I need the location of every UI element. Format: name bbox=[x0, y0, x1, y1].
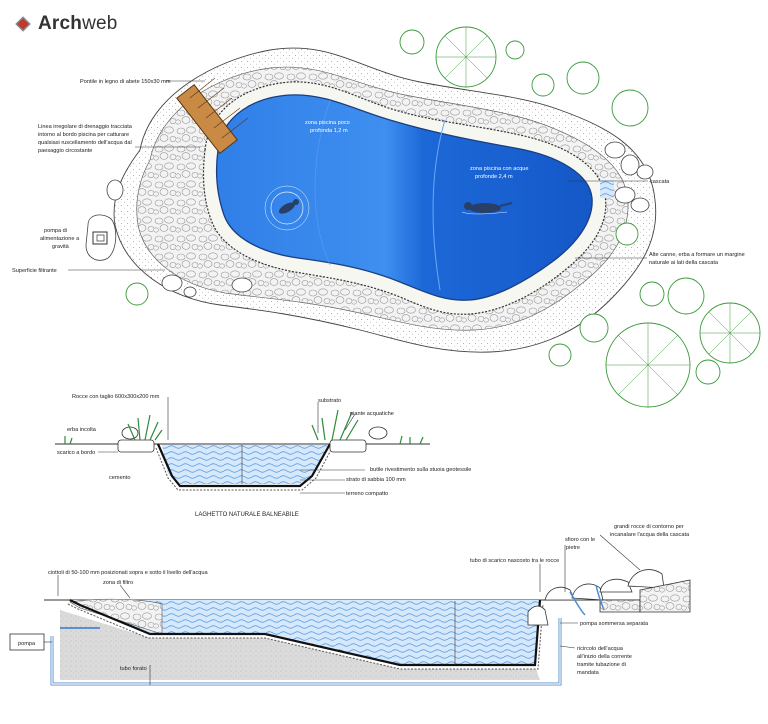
s1-label-substrate: substrato bbox=[318, 398, 341, 404]
s1-soil bbox=[118, 446, 370, 500]
label-reeds-2: naturale ai lati della cascata bbox=[649, 260, 719, 266]
s2-soil bbox=[60, 610, 540, 680]
label-reeds-1: Alte canne, erba a formare un margine bbox=[649, 252, 745, 258]
plan-pool-water bbox=[216, 94, 593, 301]
s2-waterfall-rocks bbox=[544, 569, 691, 613]
label-drain-1: Linea irregolare di drenaggio tracciata bbox=[38, 124, 133, 130]
archweb-logo-icon bbox=[14, 15, 32, 33]
swimmer-deep-icon bbox=[461, 202, 513, 215]
archweb-logo[interactable]: Archweb bbox=[14, 13, 118, 35]
wooden-bridge bbox=[176, 77, 249, 155]
section-1: Rocce con taglio 600x300x200 mm substrat… bbox=[55, 394, 471, 518]
s1-label-rocks: Rocce con taglio 600x300x200 mm bbox=[72, 394, 160, 400]
plan-view: Pontile in legno di abete 150x30 mm Line… bbox=[12, 26, 761, 408]
s1-water bbox=[162, 445, 328, 484]
label-bridge: Pontile in legno di abete 150x30 mm bbox=[80, 79, 171, 85]
s1-plants bbox=[64, 409, 424, 445]
label-deep-2: profonde 2,4 m bbox=[475, 174, 513, 180]
s2-liner bbox=[69, 599, 542, 667]
s2-label-hidden-pipe: tubo di scarico nascosto tra le rocce bbox=[470, 558, 559, 564]
s2-label-pump-box: pompa bbox=[18, 641, 36, 647]
s2-label-perforated-pipe: tubo forato bbox=[120, 666, 147, 672]
label-deep-1: zona piscina con acque bbox=[470, 166, 528, 172]
label-pump-3: gravità bbox=[52, 244, 70, 250]
s2-recirc-pipe-inner bbox=[51, 618, 561, 685]
s2-label-sub-pump: pompa sommersa separata bbox=[580, 621, 649, 627]
s1-label-sand: strato di sabbia 100 mm bbox=[346, 477, 406, 483]
label-drain-2: intorno al bordo piscina per catturare bbox=[38, 132, 129, 138]
section-2: pompa bbox=[9, 524, 691, 686]
s2-sand bbox=[67, 603, 544, 670]
logo-text-light: web bbox=[82, 13, 118, 34]
s2-waterfall-stream bbox=[569, 584, 605, 616]
label-pump-1: pompa di bbox=[44, 228, 67, 234]
gravity-pump-icon bbox=[85, 214, 117, 261]
s2-label-big-rocks-1: grandi rocce di contorno per bbox=[614, 524, 684, 530]
s2-label-outlet-1: sfioro con le bbox=[565, 537, 595, 543]
waterfall-plan bbox=[600, 180, 614, 198]
s1-label-compacted: terreno compatto bbox=[346, 491, 388, 497]
s2-label-recirc-2: all'inizio della corrente bbox=[577, 654, 632, 660]
s2-label-recirc-1: ricircolo dell'acqua bbox=[577, 646, 624, 652]
logo-text-bold: Arch bbox=[38, 13, 83, 34]
s1-liner bbox=[156, 443, 331, 488]
label-waterfall: cascata bbox=[650, 179, 670, 185]
s1-label-liner: butile rivestimento sulla stuoia geotess… bbox=[370, 467, 471, 473]
label-filter-surface: Superficie filtrante bbox=[12, 268, 57, 274]
s2-water bbox=[70, 600, 540, 665]
s1-sand bbox=[155, 447, 333, 491]
s2-label-big-rocks-2: incanalare l'acqua della cascata bbox=[610, 532, 690, 538]
archweb-logo-text: Archweb bbox=[38, 13, 118, 35]
s1-rocks bbox=[117, 426, 388, 453]
plan-leader-lines bbox=[68, 80, 648, 271]
s1-leader-lines bbox=[98, 397, 365, 494]
s2-label-recirc-4: mandata bbox=[577, 670, 600, 676]
depth-boundary-line bbox=[432, 119, 446, 291]
s1-label-aquatic-plants: piante acquatiche bbox=[350, 411, 394, 417]
label-pump-2: alimentazione a bbox=[40, 236, 80, 242]
s1-caption: LAGHETTO NATURALE BALNEABILE bbox=[195, 512, 299, 518]
s1-label-cement: cemento bbox=[109, 475, 130, 481]
s2-submersible-pump bbox=[527, 605, 549, 626]
s2-label-gravel: ciottoli di 50-100 mm posizionati sopra … bbox=[48, 570, 209, 576]
label-shallow-2: profonda 1,2 m bbox=[310, 128, 348, 134]
swimmer-shallow-icon bbox=[264, 185, 310, 231]
boulders bbox=[106, 141, 654, 298]
label-drain-4: paesaggio circostante bbox=[38, 148, 92, 154]
s2-label-filter-zone: zona di filtro bbox=[103, 580, 133, 586]
shallow-boundary-line bbox=[314, 99, 331, 266]
label-drain-3: qualsiasi ruscellamento dell'acqua dal bbox=[38, 140, 132, 146]
s2-leader-lines bbox=[57, 534, 641, 685]
s2-gravel bbox=[69, 598, 163, 635]
s2-label-outlet-2: pietre bbox=[566, 545, 580, 551]
s1-label-edge-drain: scarico a bordo bbox=[57, 450, 95, 456]
trees bbox=[125, 26, 761, 408]
label-shallow-1: zona piscina poco bbox=[305, 120, 350, 126]
s1-label-grass: erba incolta bbox=[67, 427, 97, 433]
s2-label-recirc-3: tramite tubazione di bbox=[577, 662, 626, 668]
